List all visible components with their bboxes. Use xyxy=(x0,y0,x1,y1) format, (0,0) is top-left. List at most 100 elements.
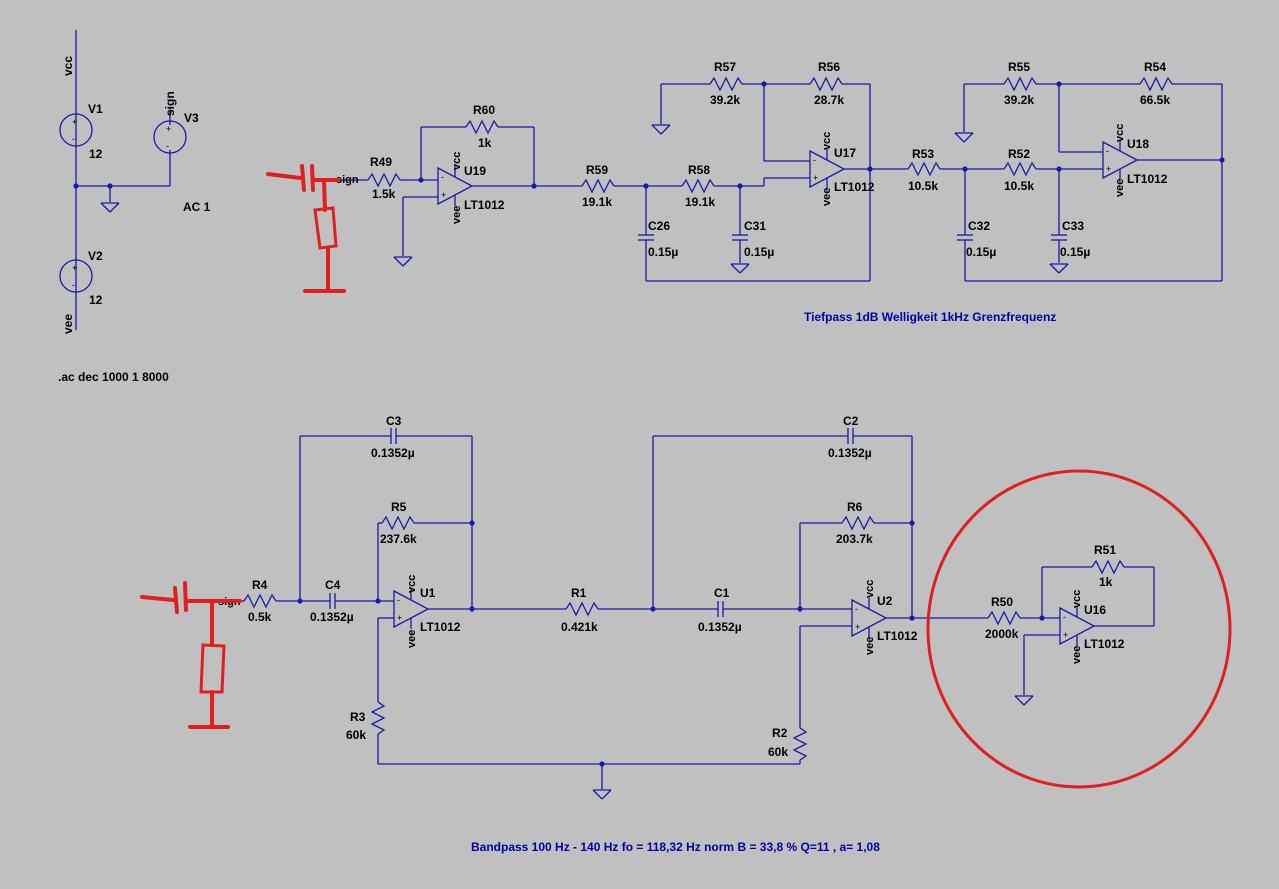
r52-resistor[interactable] xyxy=(1003,161,1037,177)
r54-value: 66.5k xyxy=(1140,93,1170,107)
u17-vcc-pin: vcc xyxy=(821,132,833,150)
u18-name: U18 xyxy=(1127,137,1149,151)
r6-name: R6 xyxy=(847,500,863,514)
r58-value: 19.1k xyxy=(685,195,715,209)
u2-vcc-pin: vcc xyxy=(864,580,876,598)
r54-name: R54 xyxy=(1144,60,1166,74)
c26-capacitor[interactable] xyxy=(638,234,654,241)
v3-net-label: sign xyxy=(163,91,177,116)
r4-resistor[interactable] xyxy=(243,593,277,609)
c1-value: 0.1352µ xyxy=(698,620,742,634)
v3-source[interactable]: +- xyxy=(153,120,187,154)
u19-model: LT1012 xyxy=(464,198,505,212)
red-markup-lowpass-input xyxy=(266,164,346,293)
r60-value: 1k xyxy=(478,136,492,150)
u1-vee-pin: vee xyxy=(406,630,418,648)
r4-name: R4 xyxy=(252,578,268,592)
v3-name: V3 xyxy=(184,111,199,125)
v2-name: V2 xyxy=(88,249,103,263)
c3-name: C3 xyxy=(386,414,402,428)
u16-vee-pin: vee xyxy=(1071,646,1083,664)
r3-name: R3 xyxy=(350,710,366,724)
c26-value: 0.15µ xyxy=(648,245,678,259)
u19-name: U19 xyxy=(464,164,486,178)
v1-source[interactable]: +- xyxy=(59,113,93,147)
v2-value: 12 xyxy=(89,293,103,307)
c1-capacitor[interactable] xyxy=(717,601,724,617)
r60-name: R60 xyxy=(473,103,495,117)
r59-name: R59 xyxy=(586,163,608,177)
c31-name: C31 xyxy=(744,219,766,233)
u17-model: LT1012 xyxy=(834,180,875,194)
svg-text:-: - xyxy=(72,280,75,290)
lowpass-section: R49 1.5k R60 1k U19 LT1012 vcc vee sign xyxy=(336,60,1225,324)
u17-name: U17 xyxy=(834,146,856,160)
u2-vee-pin: vee xyxy=(864,637,876,655)
r51-resistor[interactable] xyxy=(1091,559,1125,575)
r3-resistor[interactable] xyxy=(370,701,386,735)
c33-value: 0.15µ xyxy=(1060,245,1090,259)
r60-resistor[interactable] xyxy=(465,119,499,135)
r53-value: 10.5k xyxy=(908,179,938,193)
r50-name: R50 xyxy=(991,595,1013,609)
c32-value: 0.15µ xyxy=(966,245,996,259)
r52-name: R52 xyxy=(1008,147,1030,161)
r50-value: 2000k xyxy=(985,627,1019,641)
r54-resistor[interactable] xyxy=(1139,76,1173,92)
svg-text:-: - xyxy=(72,134,75,144)
r1-resistor[interactable] xyxy=(565,601,599,617)
r59-value: 19.1k xyxy=(582,195,612,209)
r50-resistor[interactable] xyxy=(987,610,1021,626)
c32-capacitor[interactable] xyxy=(957,234,973,241)
r2-resistor[interactable] xyxy=(792,727,808,761)
r6-resistor[interactable] xyxy=(841,515,875,531)
c4-name: C4 xyxy=(325,578,341,592)
r53-resistor[interactable] xyxy=(907,161,941,177)
v2-source[interactable]: +- xyxy=(59,259,93,293)
r55-value: 39.2k xyxy=(1004,93,1034,107)
r5-resistor[interactable] xyxy=(381,515,415,531)
red-markup-bandpass-input xyxy=(140,581,242,729)
u18-model: LT1012 xyxy=(1127,172,1168,186)
r1-value: 0.421k xyxy=(561,620,598,634)
v1-value: 12 xyxy=(89,147,103,161)
r5-value: 237.6k xyxy=(380,532,417,546)
c31-capacitor[interactable] xyxy=(732,234,748,241)
u2-model: LT1012 xyxy=(877,629,918,643)
c33-name: C33 xyxy=(1062,219,1084,233)
u2-name: U2 xyxy=(877,594,893,608)
v1-name: V1 xyxy=(88,102,103,116)
u16-name: U16 xyxy=(1084,603,1106,617)
c3-capacitor[interactable] xyxy=(390,428,397,444)
sim-command[interactable]: .ac dec 1000 1 8000 xyxy=(58,370,169,384)
u16-model: LT1012 xyxy=(1084,637,1125,651)
v3-value: AC 1 xyxy=(183,200,211,214)
r2-value: 60k xyxy=(768,745,788,759)
r53-name: R53 xyxy=(912,147,934,161)
r49-value: 1.5k xyxy=(372,187,396,201)
u19-vee-pin: vee xyxy=(451,206,463,224)
c4-value: 0.1352µ xyxy=(310,610,354,624)
r56-resistor[interactable] xyxy=(809,76,843,92)
r55-resistor[interactable] xyxy=(1003,76,1037,92)
c1-name: C1 xyxy=(714,586,730,600)
r57-resistor[interactable] xyxy=(709,76,743,92)
r57-name: R57 xyxy=(714,60,736,74)
c4-capacitor[interactable] xyxy=(329,593,336,609)
c32-name: C32 xyxy=(968,219,990,233)
lowpass-title: Tiefpass 1dB Welligkeit 1kHz Grenzfreque… xyxy=(804,310,1056,324)
r59-resistor[interactable] xyxy=(581,178,615,194)
u1-model: LT1012 xyxy=(420,620,461,634)
r2-name: R2 xyxy=(772,726,788,740)
r4-value: 0.5k xyxy=(248,610,272,624)
r58-resistor[interactable] xyxy=(681,178,715,194)
bandpass-title: Bandpass 100 Hz - 140 Hz fo = 118,32 Hz … xyxy=(471,840,880,854)
r5-name: R5 xyxy=(391,500,407,514)
lowpass-input-net: sign xyxy=(336,174,359,186)
vcc-net-label: vcc xyxy=(61,56,75,76)
c2-capacitor[interactable] xyxy=(847,428,854,444)
c33-capacitor[interactable] xyxy=(1051,234,1067,241)
r49-resistor[interactable] xyxy=(367,172,401,188)
r56-name: R56 xyxy=(818,60,840,74)
